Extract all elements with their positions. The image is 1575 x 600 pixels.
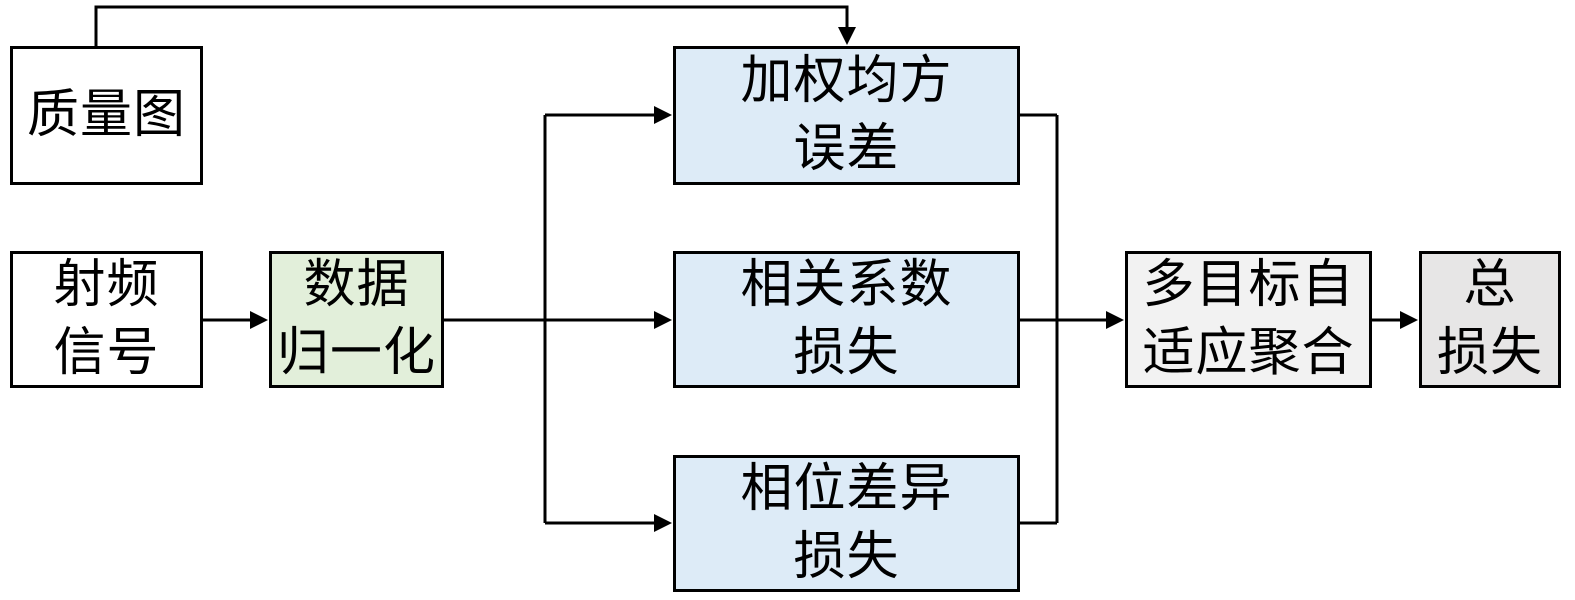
node-weighted-mse: 加权均方 误差 — [673, 46, 1020, 185]
node-correlation-loss: 相关系数 损失 — [673, 251, 1020, 388]
node-weighted-mse-label: 加权均方 误差 — [740, 48, 952, 183]
node-label-line: 损失 — [793, 526, 900, 587]
node-label-line: 误差 — [793, 118, 900, 179]
node-label-line: 信号 — [53, 322, 160, 383]
node-label-line: 多目标自 — [1142, 254, 1355, 315]
node-label-line: 相位差异 — [740, 458, 953, 519]
node-rf-signal-label: 射频 信号 — [53, 252, 159, 387]
node-label-line: 损失 — [793, 322, 900, 383]
arrowhead-total-loss — [1400, 311, 1418, 329]
node-quality-map-label: 质量图 — [27, 82, 186, 150]
node-label-line: 质量图 — [26, 84, 186, 145]
arrowhead-data-normalization — [250, 311, 268, 329]
node-total-loss: 总 损失 — [1419, 251, 1561, 388]
arrowhead-phase-difference-loss — [654, 514, 672, 532]
node-label-line: 归一化 — [276, 322, 436, 383]
node-phase-difference-loss-label: 相位差异 损失 — [740, 456, 952, 591]
node-data-normalization: 数据 归一化 — [269, 251, 444, 388]
node-correlation-loss-label: 相关系数 损失 — [740, 252, 952, 387]
arrowhead-weighted-mse-left — [654, 106, 672, 124]
arrowhead-aggregation — [1106, 311, 1124, 329]
arrowhead-correlation-loss — [654, 311, 672, 329]
node-multi-objective-aggregation: 多目标自 适应聚合 — [1125, 251, 1372, 388]
edge-quality-map-to-weighted-mse — [94, 5, 849, 46]
node-label-line: 射频 — [53, 254, 160, 315]
node-phase-difference-loss: 相位差异 损失 — [673, 455, 1020, 592]
node-quality-map: 质量图 — [10, 46, 203, 185]
node-label-line: 总 — [1463, 254, 1517, 315]
node-label-line: 相关系数 — [740, 254, 953, 315]
node-label-line: 适应聚合 — [1142, 322, 1355, 383]
arrowhead-weighted-mse-top — [838, 27, 856, 45]
node-label-line: 损失 — [1436, 322, 1543, 383]
node-data-normalization-label: 数据 归一化 — [277, 252, 436, 387]
node-label-line: 加权均方 — [740, 50, 953, 111]
node-total-loss-label: 总 损失 — [1437, 252, 1543, 387]
node-label-line: 数据 — [303, 254, 410, 315]
node-rf-signal: 射频 信号 — [10, 251, 203, 388]
node-multi-objective-aggregation-label: 多目标自 适应聚合 — [1142, 252, 1354, 387]
